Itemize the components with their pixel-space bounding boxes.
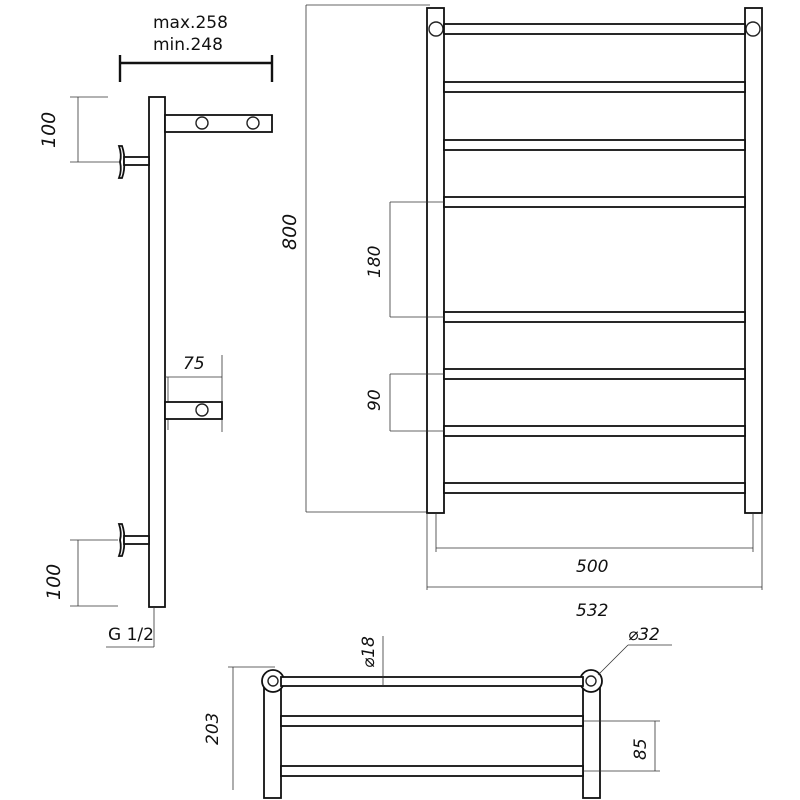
top-depth-label: 203 xyxy=(203,713,223,745)
height-label: 800 xyxy=(279,214,301,250)
overall-width-dimension: 532 xyxy=(426,513,763,621)
center-width-dimension: 500 xyxy=(435,513,754,577)
left-post xyxy=(426,7,445,514)
post-inner-icon xyxy=(585,675,597,687)
rung xyxy=(443,139,746,151)
middle-bracket: 75 xyxy=(164,354,223,432)
large-gap-dimension: 180 xyxy=(365,201,444,318)
large-gap-label: 180 xyxy=(365,246,385,278)
bar-spacing-dimension: 85 xyxy=(583,720,660,772)
top-wall-mount: 100 xyxy=(38,96,150,179)
depth-203-dimension: 203 xyxy=(203,666,275,790)
rung-diameter-callout: ⌀18 xyxy=(359,636,384,686)
rung-end-icon xyxy=(195,403,209,417)
post-cap-icon xyxy=(428,21,444,37)
thread-callout: G 1/2 xyxy=(106,607,155,648)
rung-end-icon xyxy=(246,116,260,130)
right-post-top xyxy=(582,679,601,799)
bottom-offset-label: 100 xyxy=(43,564,65,600)
rung xyxy=(443,23,746,35)
rung xyxy=(443,425,746,437)
small-gap-label: 90 xyxy=(365,389,385,411)
rung xyxy=(443,81,746,93)
bracket-length-label: 75 xyxy=(183,354,205,374)
upper-arm xyxy=(164,114,273,133)
rung xyxy=(443,368,746,380)
depth-min-label: min.248 xyxy=(153,35,223,55)
rung xyxy=(443,482,746,494)
overall-width-label: 532 xyxy=(576,601,608,621)
top-bar xyxy=(280,676,584,687)
post-diameter-label: ⌀32 xyxy=(628,625,660,645)
rung xyxy=(443,196,746,208)
small-gap-dimension: 90 xyxy=(365,373,444,432)
rung-diameter-label: ⌀18 xyxy=(359,636,379,668)
post-inner-icon xyxy=(267,675,279,687)
thread-label: G 1/2 xyxy=(108,625,154,645)
top-offset-label: 100 xyxy=(38,112,60,148)
bar-spacing-label: 85 xyxy=(631,738,651,760)
height-dimension: 800 xyxy=(279,4,430,513)
depth-dimension: max.258 min.248 xyxy=(118,13,274,82)
depth-max-label: max.258 xyxy=(153,13,228,33)
left-post-top xyxy=(263,679,282,799)
side-post xyxy=(148,96,166,608)
center-width-label: 500 xyxy=(576,557,608,577)
post-cap-icon xyxy=(745,21,761,37)
bottom-wall-mount: 100 xyxy=(43,523,150,607)
rungs xyxy=(443,23,746,494)
right-post xyxy=(744,7,763,514)
bar xyxy=(280,715,584,727)
rung xyxy=(443,311,746,323)
front-view: 800 180 90 xyxy=(279,4,763,621)
rung-end-icon xyxy=(195,116,209,130)
post-diameter-callout: ⌀32 xyxy=(597,625,672,676)
top-view: 203 ⌀18 ⌀32 85 xyxy=(203,625,672,799)
bar xyxy=(280,765,584,777)
side-view: max.258 min.248 100 75 xyxy=(38,13,274,648)
